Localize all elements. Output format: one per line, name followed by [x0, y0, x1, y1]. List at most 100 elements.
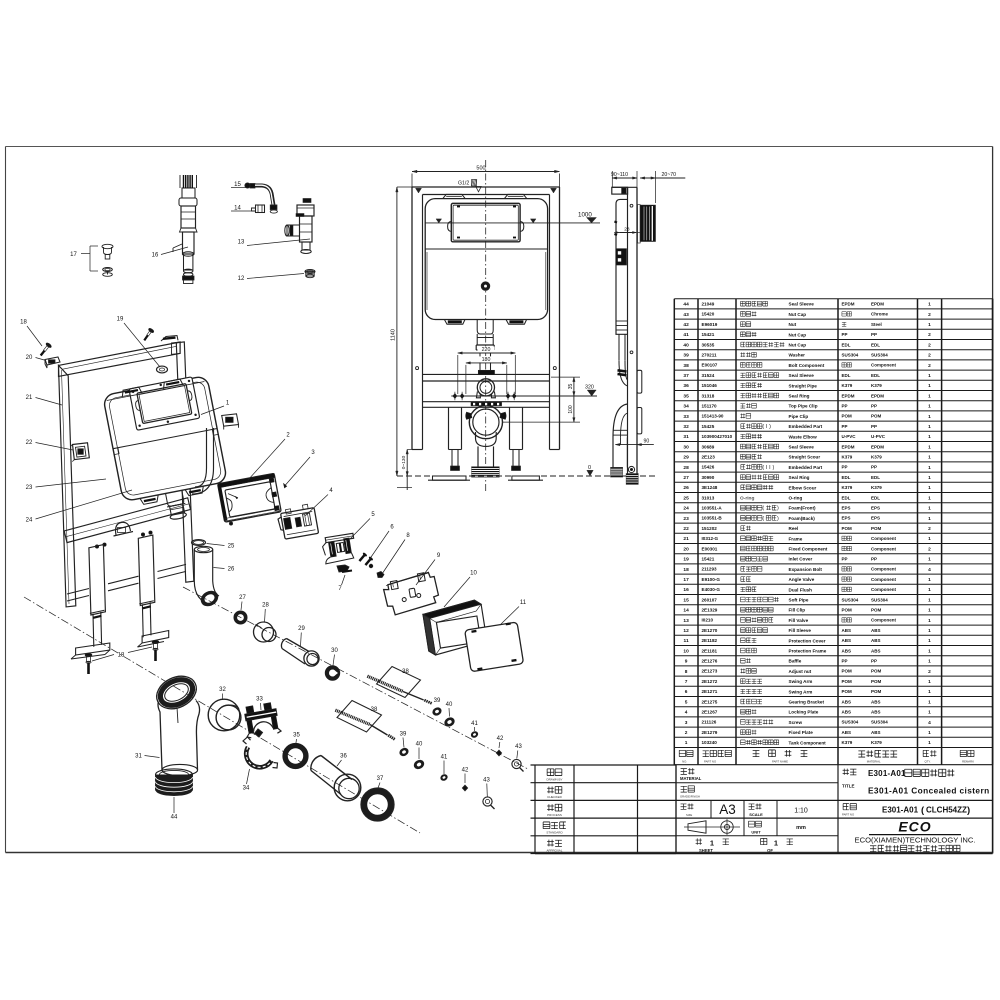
svg-text:EPS: EPS — [871, 516, 880, 521]
svg-text:41: 41 — [471, 721, 478, 727]
svg-text:28: 28 — [624, 227, 630, 233]
svg-text:PROCESS: PROCESS — [547, 813, 562, 817]
svg-text:QTY.: QTY. — [925, 760, 931, 764]
svg-text:35: 35 — [293, 733, 300, 739]
svg-text:103240: 103240 — [702, 740, 718, 745]
svg-text:1: 1 — [928, 557, 931, 563]
svg-text:Component: Component — [871, 567, 896, 572]
svg-text:39: 39 — [434, 698, 441, 704]
svg-text:34: 34 — [243, 786, 250, 792]
svg-text:15425: 15425 — [702, 424, 715, 429]
svg-text:Component: Component — [871, 587, 896, 592]
svg-text:21: 21 — [683, 536, 689, 542]
svg-text:1: 1 — [928, 424, 931, 430]
svg-text:2E1329: 2E1329 — [702, 608, 718, 613]
svg-text:I: I — [766, 424, 767, 430]
svg-text:36: 36 — [683, 383, 689, 389]
svg-text:SUS304: SUS304 — [871, 353, 888, 358]
svg-text:1: 1 — [928, 638, 931, 644]
svg-text:POM: POM — [871, 608, 882, 613]
svg-text:35: 35 — [568, 384, 574, 390]
svg-text:40: 40 — [446, 702, 453, 708]
svg-text:EDL: EDL — [871, 475, 880, 480]
svg-text:SUS304: SUS304 — [871, 597, 888, 602]
svg-text:41: 41 — [441, 755, 448, 761]
svg-text:POM: POM — [842, 414, 853, 419]
svg-text:0~130: 0~130 — [401, 455, 407, 469]
svg-text:K379: K379 — [871, 740, 882, 745]
svg-text:30689: 30689 — [702, 444, 715, 449]
svg-text:35: 35 — [683, 393, 689, 399]
svg-text:mm: mm — [796, 825, 806, 831]
svg-text:Nut Cap: Nut Cap — [789, 312, 807, 317]
svg-text:18: 18 — [20, 320, 27, 326]
svg-text:2E1267: 2E1267 — [702, 710, 718, 715]
svg-text:2E1181: 2E1181 — [702, 648, 718, 653]
svg-text:1: 1 — [928, 495, 931, 501]
svg-text:K379: K379 — [842, 455, 853, 460]
svg-text:Component: Component — [871, 546, 896, 551]
svg-text:Fixed Component: Fixed Component — [789, 547, 828, 552]
svg-text:211293: 211293 — [702, 567, 718, 572]
svg-text:E96019: E96019 — [702, 322, 718, 327]
svg-text:15421: 15421 — [702, 332, 715, 337]
svg-text:Waste Elbow: Waste Elbow — [789, 434, 818, 439]
svg-text:ABS: ABS — [871, 699, 881, 704]
svg-text:E00107: E00107 — [702, 363, 718, 368]
svg-text:EDL: EDL — [871, 373, 880, 378]
svg-text:1: 1 — [928, 608, 931, 614]
svg-text:26: 26 — [228, 567, 235, 573]
svg-text:1: 1 — [928, 485, 931, 491]
svg-text:POM: POM — [871, 689, 882, 694]
svg-text:30535: 30535 — [702, 342, 715, 347]
svg-text:EPDM: EPDM — [842, 444, 855, 449]
svg-text:REMARK: REMARK — [962, 760, 974, 764]
svg-text:23: 23 — [26, 485, 33, 491]
svg-text:1: 1 — [928, 393, 931, 399]
svg-text:24: 24 — [683, 506, 689, 512]
svg-text:ABS: ABS — [842, 638, 852, 643]
svg-text:EPDM: EPDM — [842, 302, 855, 307]
svg-text:7: 7 — [685, 679, 688, 685]
svg-text:POM: POM — [871, 526, 882, 531]
svg-text:1: 1 — [928, 740, 931, 746]
svg-text:29: 29 — [298, 626, 305, 632]
svg-text:POM: POM — [842, 679, 853, 684]
svg-text:SHEET: SHEET — [699, 848, 713, 853]
svg-text:320: 320 — [585, 385, 594, 391]
svg-text:Foam(Back): Foam(Back) — [789, 516, 816, 521]
svg-text:44: 44 — [171, 815, 178, 821]
svg-text:2: 2 — [928, 669, 931, 675]
svg-text:9: 9 — [685, 659, 688, 665]
svg-text:Baffle: Baffle — [789, 659, 802, 664]
svg-text:K379: K379 — [842, 485, 853, 490]
svg-text:): ) — [769, 424, 771, 430]
svg-text:44: 44 — [683, 302, 689, 308]
svg-text:Nut: Nut — [789, 322, 797, 327]
svg-text:18: 18 — [118, 653, 125, 659]
svg-text:Embedded Part: Embedded Part — [789, 465, 823, 470]
svg-text:NO.: NO. — [682, 760, 687, 764]
svg-text:90~110: 90~110 — [611, 172, 628, 178]
svg-text:30: 30 — [331, 648, 338, 654]
svg-text:Bolt Component: Bolt Component — [789, 363, 825, 368]
svg-text:I0210: I0210 — [702, 618, 714, 623]
svg-text:POM: POM — [842, 669, 853, 674]
svg-text:PART NO: PART NO — [704, 760, 717, 764]
svg-text:1: 1 — [928, 475, 931, 481]
svg-text:E301-A01: E301-A01 — [868, 769, 906, 778]
svg-text:Dual Flush: Dual Flush — [789, 587, 813, 592]
svg-text:Component: Component — [871, 363, 896, 368]
svg-text:1: 1 — [928, 302, 931, 308]
svg-text:211126: 211126 — [702, 720, 717, 725]
svg-text:15: 15 — [234, 182, 241, 188]
svg-text:A3: A3 — [719, 802, 736, 817]
svg-text:Foam(Front): Foam(Front) — [789, 506, 817, 511]
svg-text:Locking Plate: Locking Plate — [789, 710, 819, 715]
svg-text:37: 37 — [377, 776, 384, 782]
svg-text:180: 180 — [482, 357, 491, 363]
svg-text:260107: 260107 — [702, 597, 718, 602]
svg-text:13: 13 — [238, 240, 245, 246]
svg-text:Component: Component — [871, 577, 896, 582]
svg-text:ABS: ABS — [842, 699, 852, 704]
